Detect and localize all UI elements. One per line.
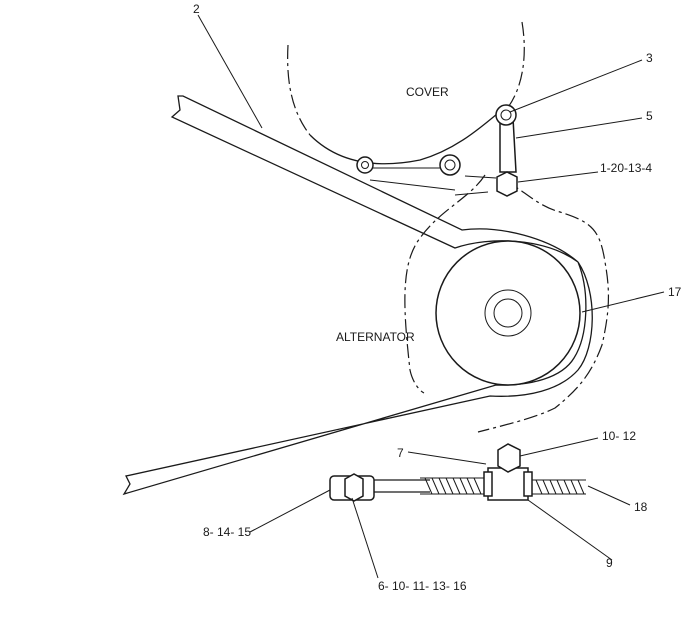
- cover-lower-edge: [309, 113, 498, 165]
- callout-2: 2: [193, 2, 200, 16]
- callout-6-10-11-13-16: 6- 10- 11- 13- 16: [378, 579, 467, 593]
- callout-10-12: 10- 12: [602, 429, 636, 443]
- callout-3: 3: [646, 51, 653, 65]
- leader-1-20-13-4: [517, 171, 599, 183]
- leader-3: [509, 59, 643, 113]
- bracket-bolt-mid: [439, 154, 461, 176]
- adjusting-rod: [370, 479, 430, 493]
- pivot-bolt-inner: [500, 109, 512, 121]
- label-cover: COVER: [406, 85, 449, 99]
- leader-6-10-11-13-16: [351, 497, 379, 579]
- bracket-bolt-left-inner: [361, 161, 369, 169]
- leader-9: [527, 499, 613, 561]
- leader-18: [587, 485, 631, 506]
- pulley-hub-inner: [493, 298, 523, 328]
- leader-17: [581, 291, 665, 313]
- bracket-arm: [499, 117, 517, 173]
- callout-17: 17: [668, 285, 682, 299]
- callout-7: 7: [397, 446, 404, 460]
- pulley-hub-outer: [484, 289, 532, 337]
- bracket-bolt-left: [356, 156, 374, 174]
- rod-end-hex: [344, 473, 364, 502]
- hex-bolt-top: [496, 171, 518, 197]
- adjust-block-hex: [497, 443, 521, 473]
- leader-5: [515, 117, 643, 139]
- callout-18: 18: [634, 500, 648, 514]
- rod-thread-left: [420, 477, 486, 495]
- label-alternator: ALTERNATOR: [336, 330, 415, 344]
- callout-8-14-15: 8- 14- 15: [203, 525, 251, 539]
- callout-5: 5: [646, 109, 653, 123]
- adjust-block: [487, 467, 529, 501]
- leader-8-14-15: [249, 489, 331, 533]
- rod-thread-right: [530, 479, 586, 495]
- mount-bracket: [366, 167, 497, 196]
- leader-10-12: [519, 437, 599, 457]
- callout-9: 9: [606, 556, 613, 570]
- cover-outline: [287, 21, 525, 136]
- adjust-nut-right: [523, 471, 533, 497]
- pivot-bolt: [495, 104, 517, 126]
- belt-lower-run: [122, 261, 593, 496]
- callout-1-20-13-4: 1-20-13-4: [600, 161, 652, 175]
- alternator-pulley: [435, 240, 581, 386]
- alternator-housing-outline: [404, 174, 610, 433]
- adjust-nut-left: [483, 471, 493, 497]
- bracket-bolt-mid-inner: [444, 159, 456, 171]
- leader-2: [197, 14, 263, 129]
- leader-7: [407, 451, 487, 465]
